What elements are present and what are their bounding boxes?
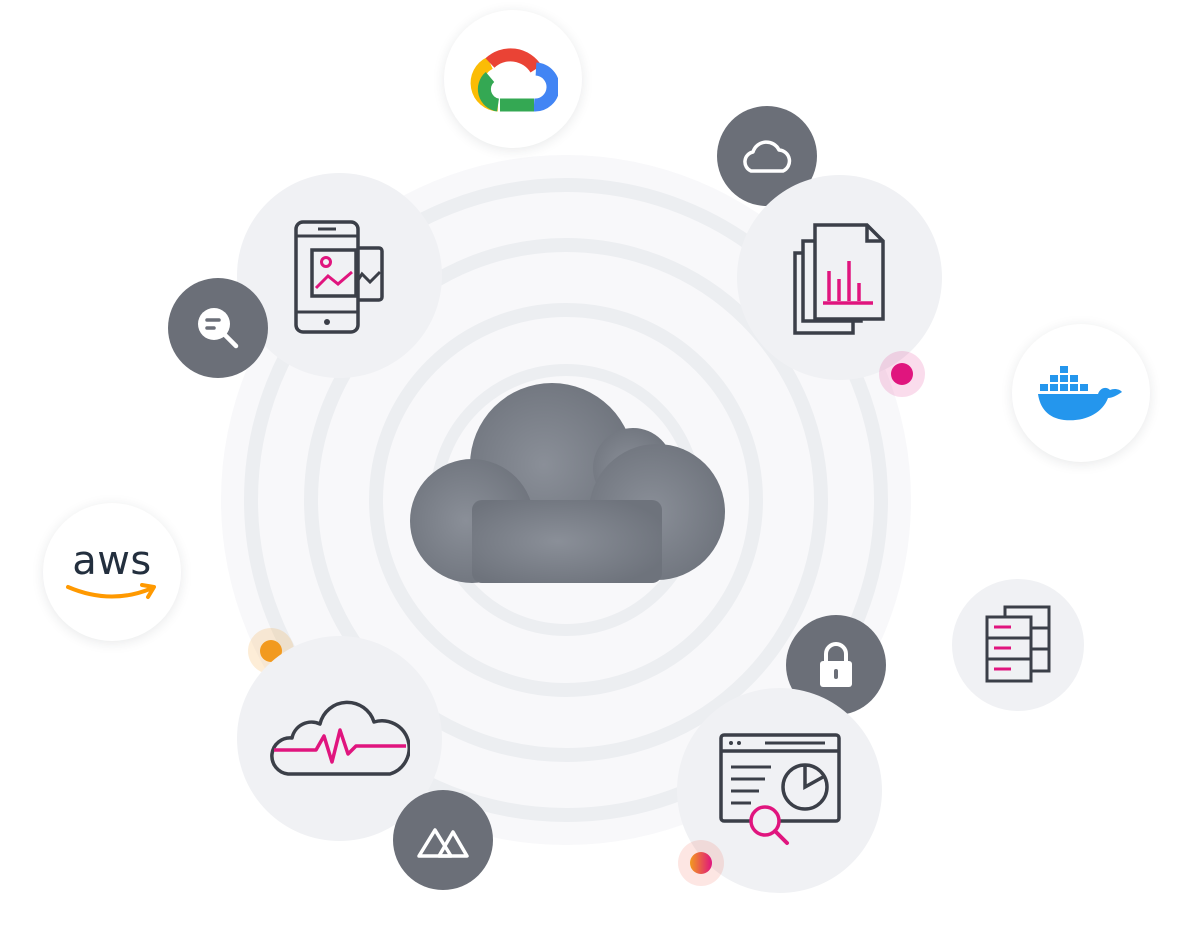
reports-node[interactable] xyxy=(737,175,942,380)
aws-smile-icon xyxy=(66,583,156,599)
cloud-heartbeat-icon xyxy=(269,700,410,776)
documents-chart-icon xyxy=(792,222,885,335)
google-cloud-node[interactable] xyxy=(444,10,582,148)
mountains-node[interactable] xyxy=(393,790,493,890)
lock-icon xyxy=(820,642,852,687)
google-cloud-icon xyxy=(470,48,558,112)
magenta-indicator-dot xyxy=(879,351,925,397)
servers-node[interactable] xyxy=(952,579,1084,711)
docker-icon xyxy=(1038,366,1122,421)
browser-analytics-icon xyxy=(718,732,841,845)
aws-logo-text: aws xyxy=(72,538,152,584)
docker-node[interactable] xyxy=(1012,324,1150,462)
aws-node[interactable]: aws xyxy=(43,503,181,641)
cloud-outline-icon xyxy=(743,140,792,173)
search-node[interactable] xyxy=(168,278,268,378)
server-stack-icon xyxy=(985,605,1051,683)
center-cloud-icon xyxy=(410,383,725,583)
mobile-gallery-node[interactable] xyxy=(237,173,442,378)
mountain-icon xyxy=(417,828,469,858)
search-chat-icon xyxy=(198,308,239,349)
gradient-indicator-dot xyxy=(678,840,724,886)
mobile-gallery-icon xyxy=(293,219,384,334)
